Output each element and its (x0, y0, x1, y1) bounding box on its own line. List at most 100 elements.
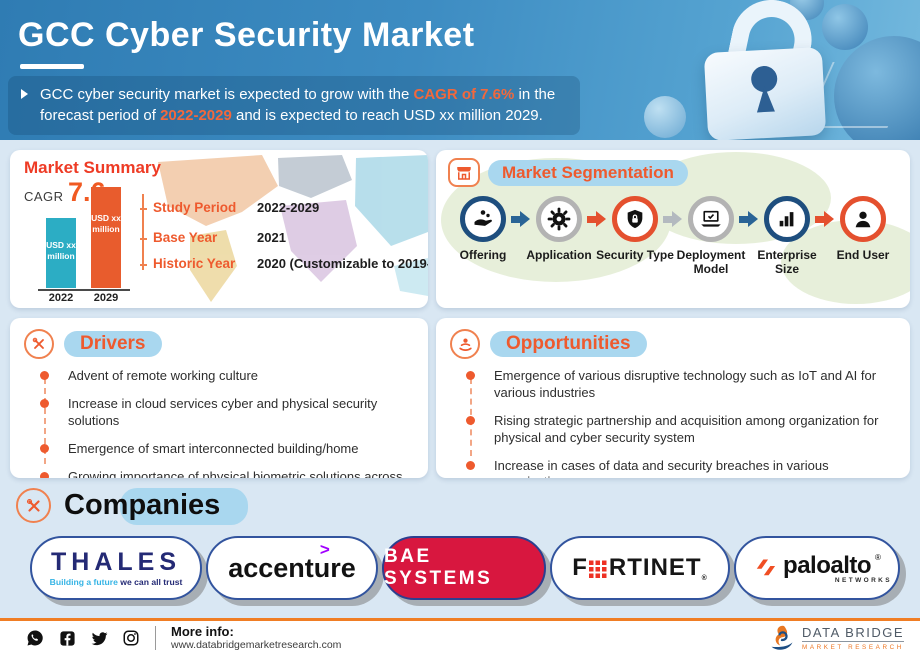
logo-paloalto: paloalto ® NETWORKS (734, 536, 900, 600)
paloalto-mark-icon (756, 559, 776, 575)
logo-bae-systems: BAE SYSTEMS (382, 536, 546, 600)
shield-lock-icon (627, 209, 643, 229)
brand-tagline: MARKET RESEARCH (802, 643, 904, 651)
person-icon (855, 211, 871, 228)
tools-icon (24, 329, 54, 359)
detail-row-study-period: Study Period 2022-2029 (139, 200, 320, 215)
end-user-ring (840, 196, 886, 242)
opportunities-card: Opportunities Emergence of various disru… (436, 318, 910, 478)
segment-step-security-type: Security Type (596, 196, 674, 277)
logo-accenture: accenture> (206, 536, 378, 600)
header-banner: GCC Cyber Security Market GCC cyber secu… (0, 0, 920, 140)
segment-label: End User (836, 248, 890, 262)
detail-value: 2020 (Customizable to 2019-2014) (257, 256, 428, 271)
bar-2022: USD xx million (46, 218, 76, 288)
subtitle-text: in the forecast period of (40, 86, 556, 124)
laptop-check-icon (701, 210, 721, 227)
bar-year-2022: 2022 (48, 292, 74, 304)
market-summary-card: Market Summary CAGR 7.6% USD xx million … (10, 150, 428, 308)
keyhole-stem (755, 85, 775, 113)
subtitle-highlight-cagr: CAGR of 7.6% (413, 86, 515, 103)
deployment-model-ring (688, 196, 734, 242)
opportunities-list: Emergence of various disruptive technolo… (466, 368, 896, 478)
security-type-ring (612, 196, 658, 242)
padlock-illustration (640, 0, 920, 140)
cagr-label: CAGR (24, 189, 64, 204)
subtitle-text: GCC cyber security market is expected to… (40, 86, 414, 103)
bar-2022-label: USD xx million (46, 240, 76, 262)
companies-header: Companies (16, 488, 249, 525)
opportunity-item: Emergence of various disruptive technolo… (466, 368, 896, 402)
driver-item: Increase in cloud services cyber and phy… (40, 396, 414, 430)
detail-label: Study Period (153, 200, 237, 215)
segment-label: Security Type (596, 248, 674, 262)
drivers-card: Drivers Advent of remote working culture… (10, 318, 428, 478)
driver-item: Emergence of smart interconnected buildi… (40, 441, 414, 458)
sphere-decor (644, 96, 686, 138)
segment-step-offering: Offering (455, 196, 511, 277)
segment-label: Deployment Model (676, 248, 746, 276)
tools-icon (16, 488, 51, 523)
thales-wordmark: THALES (51, 547, 181, 576)
bullet-arrow-icon (21, 89, 28, 99)
whatsapp-icon[interactable] (26, 629, 44, 647)
footer-divider (155, 626, 156, 650)
flow-arrow-icon (663, 196, 683, 242)
subtitle-text: and is expected to reach USD xx million … (231, 107, 543, 124)
sphere-decor (822, 4, 868, 50)
instagram-icon[interactable] (122, 629, 140, 647)
page-title: GCC Cyber Security Market (18, 16, 475, 54)
enterprise-size-ring (764, 196, 810, 242)
market-segmentation-card: Market Segmentation Offering Application (436, 150, 910, 308)
driver-item: Advent of remote working culture (40, 368, 414, 385)
driver-item: Growing importance of physical biometric… (40, 469, 414, 478)
subtitle-panel: GCC cyber security market is expected to… (8, 76, 580, 135)
companies-title: Companies (64, 488, 249, 525)
offering-ring (460, 196, 506, 242)
segmentation-header: Market Segmentation (448, 158, 688, 187)
registered-mark: ® (875, 552, 881, 562)
bar-2029: USD xx million (91, 187, 121, 288)
fortinet-grid-o-icon (588, 558, 608, 578)
padlock-body (703, 46, 827, 140)
bar-year-2029: 2029 (93, 292, 119, 304)
bar-chart-icon (779, 212, 794, 227)
detail-row-historic-year: Historic Year 2020 (Customizable to 2019… (139, 256, 428, 271)
hand-person-icon (450, 329, 480, 359)
segment-step-enterprise-size: Enterprise Size (757, 196, 817, 277)
market-summary-title: Market Summary (24, 158, 162, 177)
sphere-decor (790, 0, 824, 20)
brand-name: DATA BRIDGE (802, 625, 904, 643)
detail-value: 2022-2029 (257, 200, 320, 215)
twitter-icon[interactable] (90, 629, 108, 647)
data-bridge-mark-icon (771, 625, 793, 650)
more-info-label: More info: (171, 623, 234, 639)
opportunities-header: Opportunities (436, 318, 910, 359)
segmentation-flow: Offering Application Security Type (446, 196, 900, 277)
detail-label: Historic Year (153, 256, 236, 271)
drivers-header: Drivers (10, 318, 428, 359)
flow-arrow-icon (511, 196, 531, 242)
more-info-block: More info: www.databridgemarketresearch.… (171, 623, 342, 652)
bae-wordmark: BAE SYSTEMS (384, 546, 493, 589)
facebook-icon[interactable] (58, 629, 76, 647)
segment-step-deployment-model: Deployment Model (677, 196, 745, 277)
footer-bar: More info: www.databridgemarketresearch.… (0, 618, 920, 655)
paloalto-networks-label: NETWORKS (834, 576, 892, 584)
hand-offering-icon (474, 210, 492, 226)
opportunities-title: Opportunities (490, 331, 647, 357)
segment-label: Application (526, 248, 592, 262)
social-links (26, 629, 140, 647)
website-link[interactable]: www.databridgemarketresearch.com (171, 639, 342, 652)
flow-arrow-icon (739, 196, 759, 242)
title-underline (20, 64, 84, 69)
segment-step-end-user: End User (835, 196, 891, 277)
application-ring (536, 196, 582, 242)
storefront-icon (448, 158, 480, 187)
thales-tagline: Building a future we can all trust (49, 576, 183, 587)
segmentation-title: Market Segmentation (488, 159, 688, 186)
segment-step-application: Application (526, 196, 592, 277)
